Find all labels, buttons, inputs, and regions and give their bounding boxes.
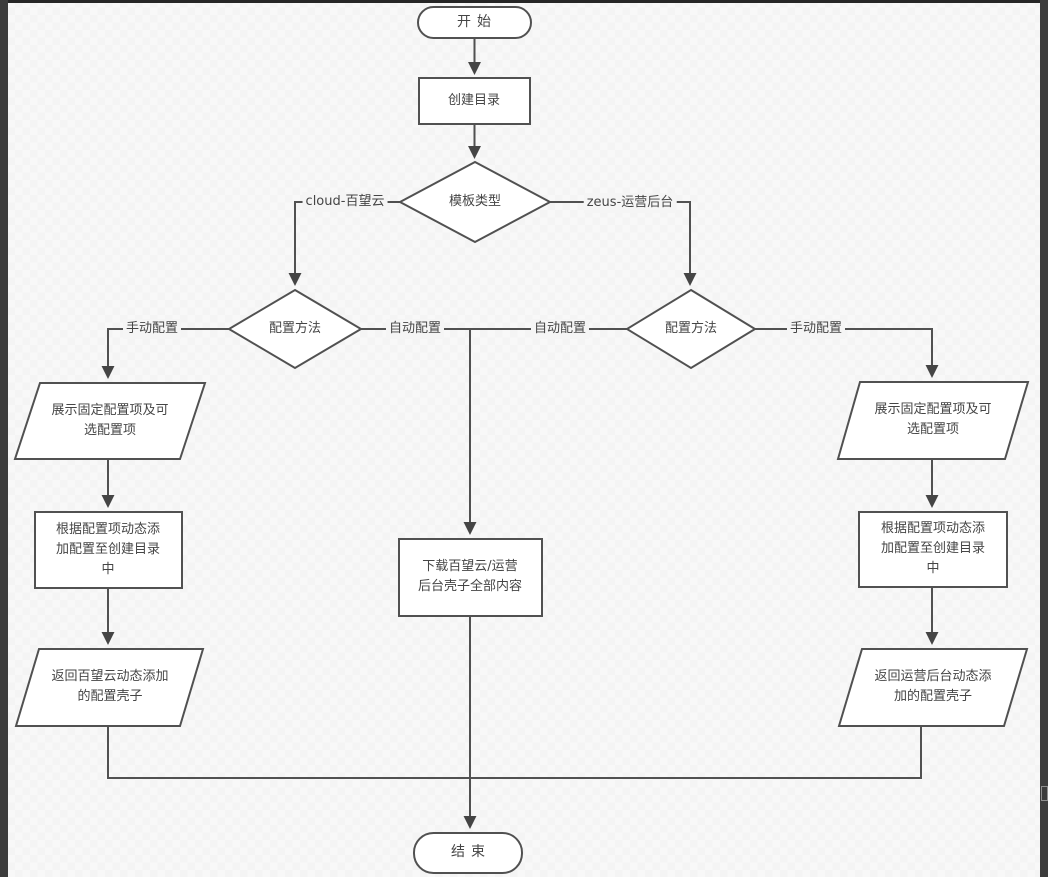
edge-label-auto-left: 自动配置 [385,318,445,340]
node-show-options-right-shape [836,381,1030,460]
node-config-method-left-shape [227,288,363,370]
edge-type-zeus [550,201,697,286]
edge-right-return-to-merge [470,726,922,779]
node-template-type-shape [397,160,553,244]
edge-left-return-to-merge [107,726,470,779]
edge-left-manual [101,328,229,379]
edge-label-cloud: cloud-百望云 [302,191,388,213]
edge-label-auto-right: 自动配置 [530,318,590,340]
edge-label-manual-left: 手动配置 [122,318,182,340]
node-end-shape [413,832,523,874]
node-add-config-left-shape [34,511,183,589]
right-edge-bar [1040,0,1048,877]
node-create-directory-shape [418,77,531,125]
edge-label-zeus: zeus-运营后台 [583,192,677,214]
edge-label-manual-right: 手动配置 [786,318,846,340]
node-show-options-left-shape [13,382,207,460]
top-edge-strip [0,0,1048,3]
node-download-center-shape [398,538,543,617]
node-start-shape [417,6,532,39]
edge-type-cloud [288,201,400,286]
node-add-config-right-shape [858,511,1008,588]
node-return-left-shape [14,648,205,727]
node-config-method-right-shape [625,288,757,370]
left-edge-bar [0,0,8,877]
node-return-right-shape [837,648,1029,727]
right-edge-ui-fragment [1041,786,1048,801]
